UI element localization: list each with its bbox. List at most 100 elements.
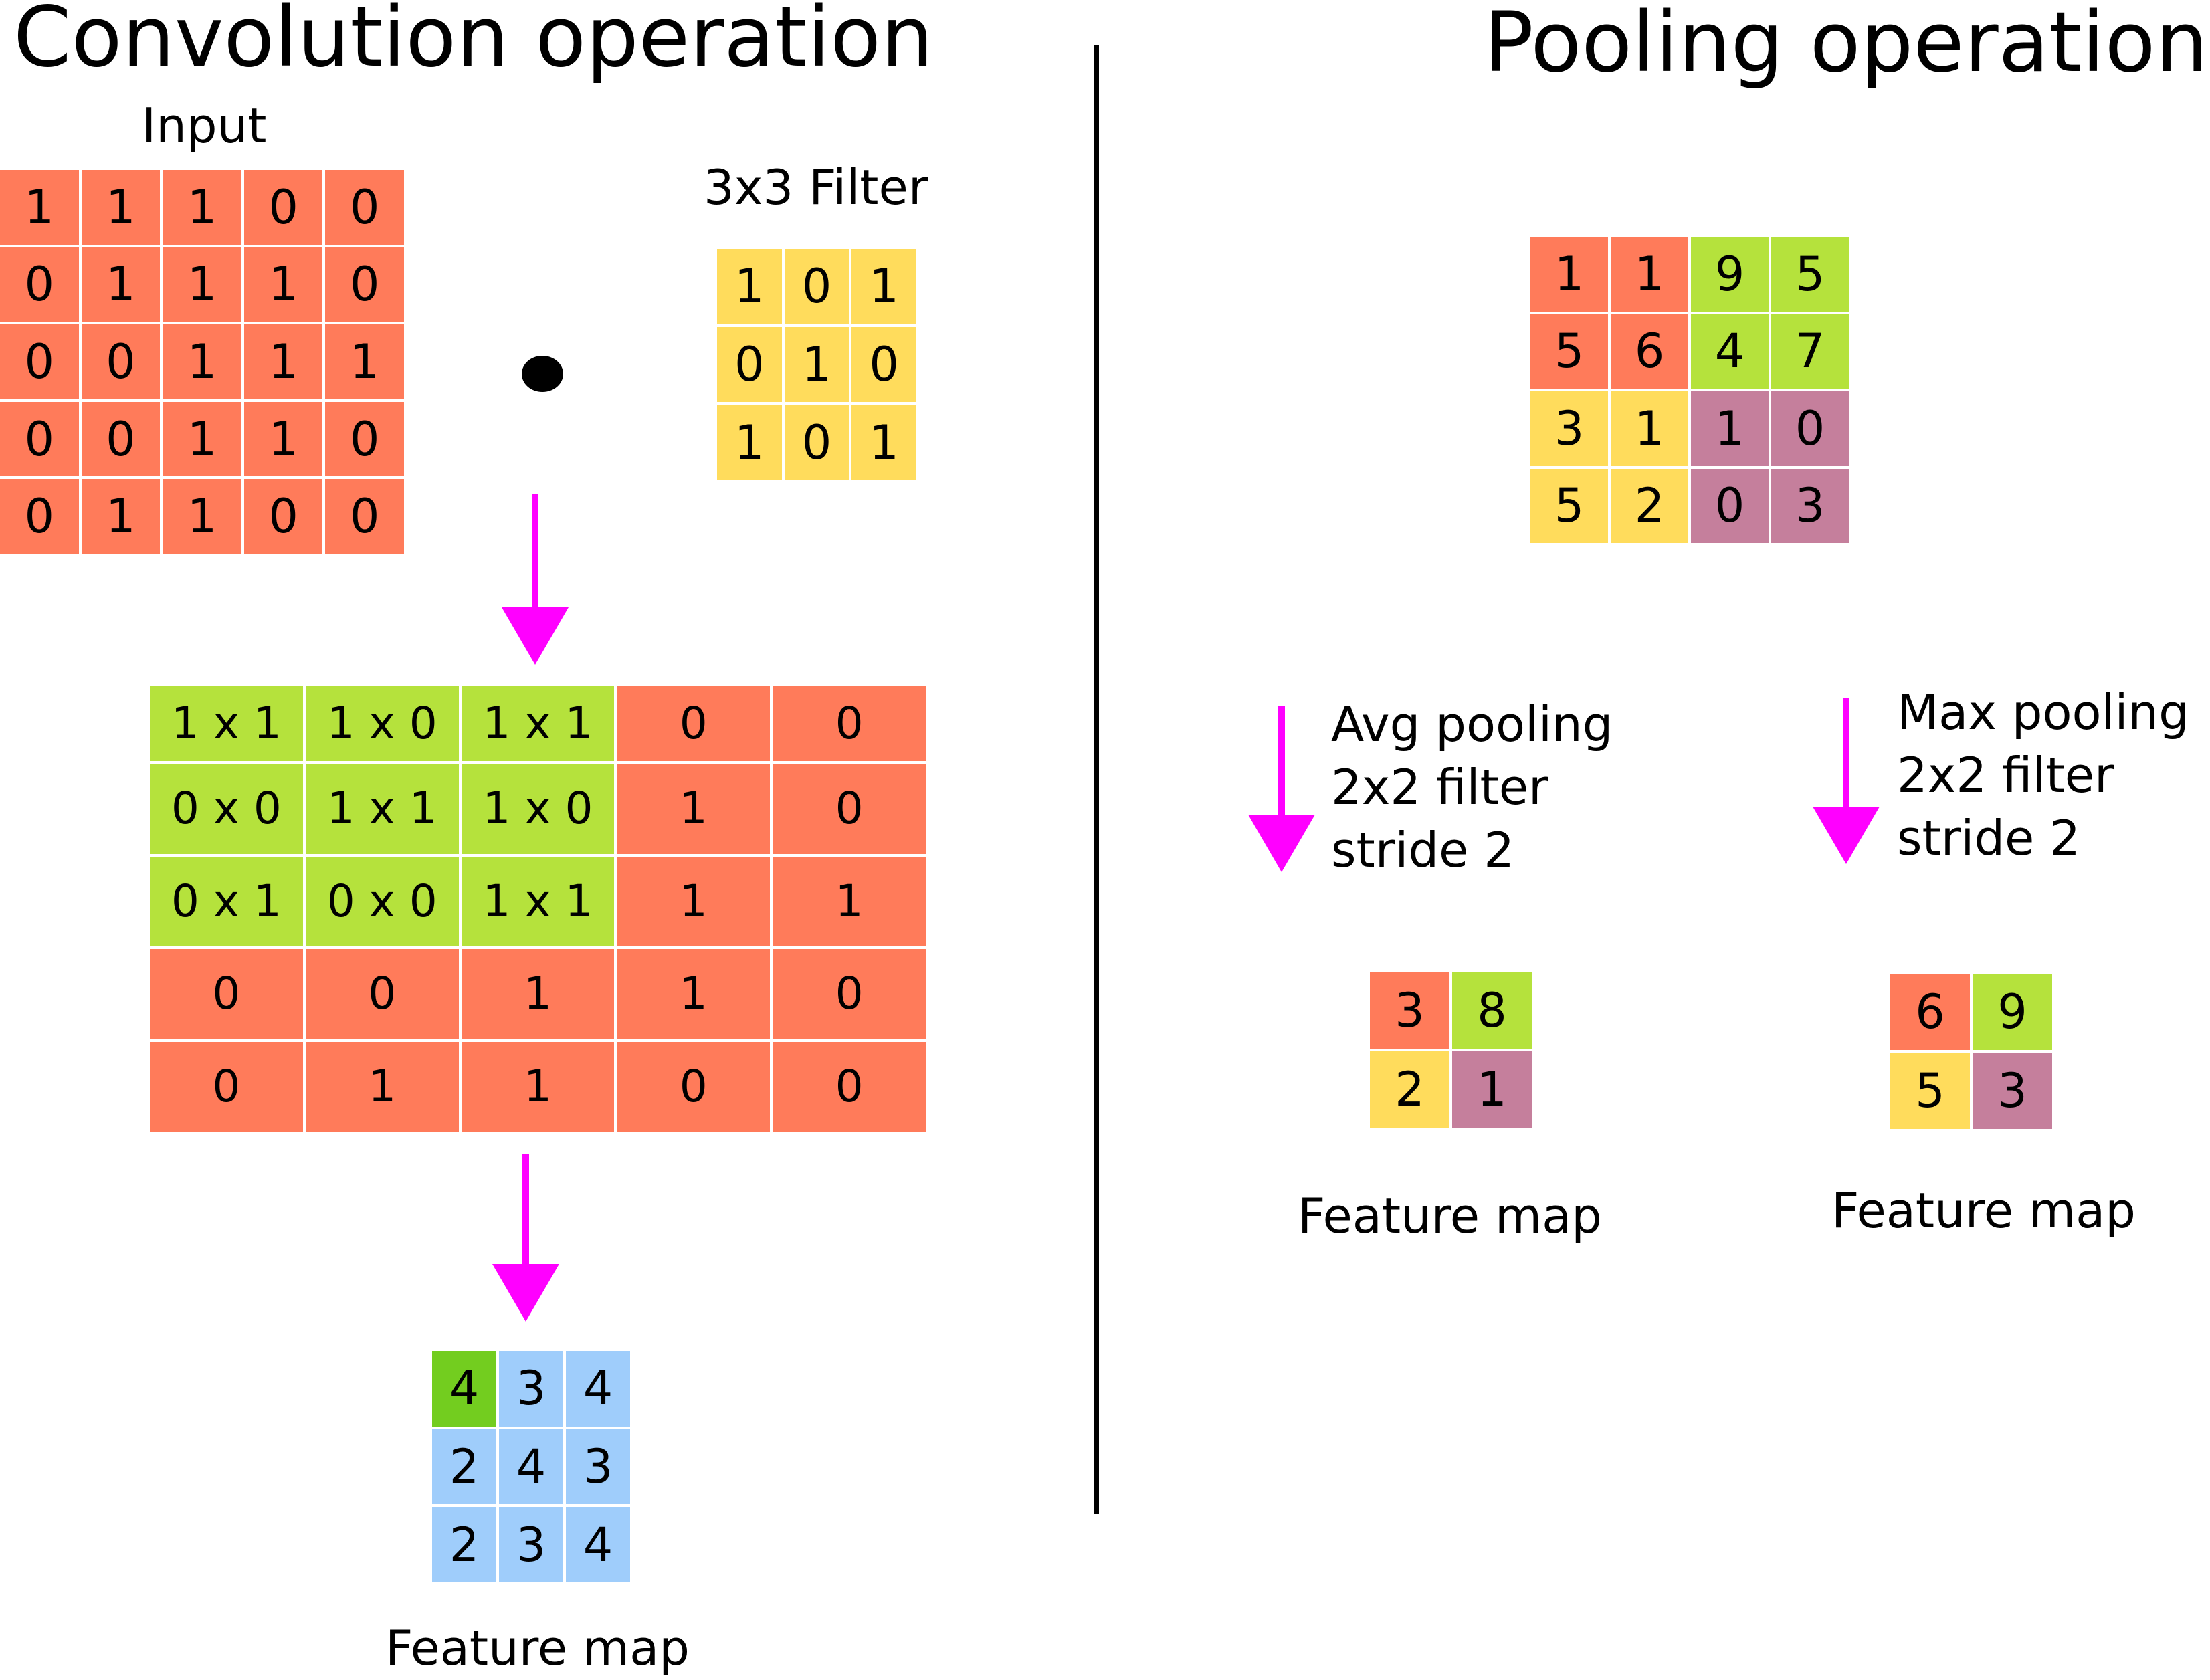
conv-feature-map-label: Feature map (385, 1620, 690, 1676)
input-cell: 0 (243, 479, 323, 554)
pool-cell: 1 (1611, 237, 1688, 312)
section-divider (1094, 45, 1099, 1514)
filter-cell: 1 (851, 249, 916, 324)
product-cell: 0 (150, 1041, 303, 1132)
filter-cell: 1 (717, 405, 782, 480)
pooling-input-matrix: 1 1 9 5 5 6 4 7 3 1 1 0 5 2 0 3 (1530, 237, 1849, 543)
product-cell: 1 x 1 (461, 856, 615, 947)
pooling-title: Pooling operation (1484, 0, 2209, 91)
filter-cell: 1 (784, 326, 849, 403)
product-cell: 1 x 0 (461, 764, 615, 854)
product-matrix: 1 x 1 1 x 0 1 x 1 0 0 0 x 0 1 x 1 1 x 0 … (150, 686, 926, 1132)
max-feature-map-label: Feature map (1831, 1182, 2136, 1239)
product-cell: 0 (773, 686, 926, 762)
input-cell: 1 (81, 479, 161, 554)
input-cell: 1 (81, 247, 161, 322)
max-pooling-description: Max pooling 2x2 filter stride 2 (1897, 681, 2189, 869)
input-cell: 1 (243, 324, 323, 399)
product-cell: 1 x 1 (150, 686, 303, 762)
avg-pooling-line: stride 2 (1331, 822, 1515, 878)
feature-map-cell: 3 (499, 1351, 563, 1427)
input-cell: 1 (163, 479, 241, 554)
input-cell: 1 (163, 170, 241, 245)
input-cell: 0 (325, 479, 404, 554)
pool-cell: 1 (1530, 237, 1608, 312)
pool-cell: 5 (1771, 237, 1849, 312)
product-cell: 0 (773, 1041, 926, 1132)
product-cell: 0 (617, 686, 771, 762)
pool-cell: 5 (1530, 314, 1608, 389)
convolution-title: Convolution operation (13, 0, 934, 86)
pool-cell: 5 (1530, 468, 1608, 543)
avg-pooling-line: 2x2 filter (1331, 759, 1548, 815)
pool-cell: 4 (1691, 314, 1769, 389)
max-result-cell: 9 (1973, 974, 2052, 1050)
feature-map-cell: 4 (432, 1351, 496, 1427)
input-cell: 0 (0, 324, 79, 399)
max-result-cell: 3 (1973, 1053, 2052, 1129)
input-cell: 0 (243, 170, 323, 245)
filter-cell: 1 (851, 405, 916, 480)
feature-map-cell: 3 (499, 1507, 563, 1582)
feature-map-cell: 4 (499, 1429, 563, 1505)
input-label: Input (142, 98, 267, 154)
max-pooling-line: Max pooling (1897, 684, 2189, 740)
down-arrow-icon (1813, 698, 1880, 864)
conv-feature-map: 4 3 4 2 4 3 2 3 4 (432, 1351, 630, 1582)
pool-cell: 9 (1691, 237, 1769, 312)
input-cell: 1 (243, 247, 323, 322)
input-cell: 0 (0, 401, 79, 477)
product-cell: 1 x 1 (305, 764, 459, 854)
dot-product-operator-icon (522, 356, 563, 392)
pool-cell: 2 (1611, 468, 1688, 543)
down-arrow-icon (1248, 706, 1315, 872)
max-result-cell: 6 (1890, 974, 1970, 1050)
down-arrow-icon (492, 1154, 559, 1322)
input-cell: 1 (163, 324, 241, 399)
avg-feature-map-label: Feature map (1298, 1188, 1602, 1244)
input-cell: 0 (81, 401, 161, 477)
pool-cell: 7 (1771, 314, 1849, 389)
product-cell: 1 (617, 949, 771, 1039)
product-cell: 0 (617, 1041, 771, 1132)
input-cell: 1 (163, 247, 241, 322)
pool-cell: 0 (1691, 468, 1769, 543)
input-cell: 0 (325, 401, 404, 477)
product-cell: 0 (773, 764, 926, 854)
avg-result-cell: 1 (1452, 1051, 1532, 1128)
product-cell: 1 (461, 1041, 615, 1132)
avg-pooling-line: Avg pooling (1331, 696, 1613, 752)
avg-result-cell: 3 (1370, 972, 1449, 1049)
down-arrow-icon (502, 494, 569, 665)
filter-matrix: 1 0 1 0 1 0 1 0 1 (717, 249, 916, 480)
input-cell: 1 (0, 170, 79, 245)
input-cell: 0 (81, 324, 161, 399)
pool-cell: 3 (1771, 468, 1849, 543)
avg-pooling-description: Avg pooling 2x2 filter stride 2 (1331, 693, 1613, 881)
input-cell: 1 (81, 170, 161, 245)
input-cell: 1 (163, 401, 241, 477)
product-cell: 1 (617, 764, 771, 854)
feature-map-cell: 2 (432, 1507, 496, 1582)
input-matrix: 1 1 1 0 0 0 1 1 1 0 0 0 1 1 1 0 0 1 1 0 … (0, 170, 404, 554)
pool-cell: 1 (1611, 391, 1688, 466)
max-result-cell: 5 (1890, 1053, 1970, 1129)
product-cell: 1 x 1 (461, 686, 615, 762)
product-cell: 0 x 0 (305, 856, 459, 947)
feature-map-cell: 4 (566, 1351, 630, 1427)
max-pooling-line: stride 2 (1897, 810, 2081, 866)
filter-cell: 0 (717, 326, 782, 403)
avg-pool-feature-map: 3 8 2 1 (1370, 972, 1532, 1128)
pool-cell: 1 (1691, 391, 1769, 466)
filter-cell: 1 (717, 249, 782, 324)
input-cell: 0 (0, 247, 79, 322)
feature-map-cell: 2 (432, 1429, 496, 1505)
avg-result-cell: 8 (1452, 972, 1532, 1049)
filter-label: 3x3 Filter (704, 159, 928, 215)
filter-cell: 0 (851, 326, 916, 403)
filter-cell: 0 (784, 405, 849, 480)
product-cell: 0 (773, 949, 926, 1039)
filter-cell: 0 (784, 249, 849, 324)
pool-cell: 0 (1771, 391, 1849, 466)
product-cell: 0 (150, 949, 303, 1039)
